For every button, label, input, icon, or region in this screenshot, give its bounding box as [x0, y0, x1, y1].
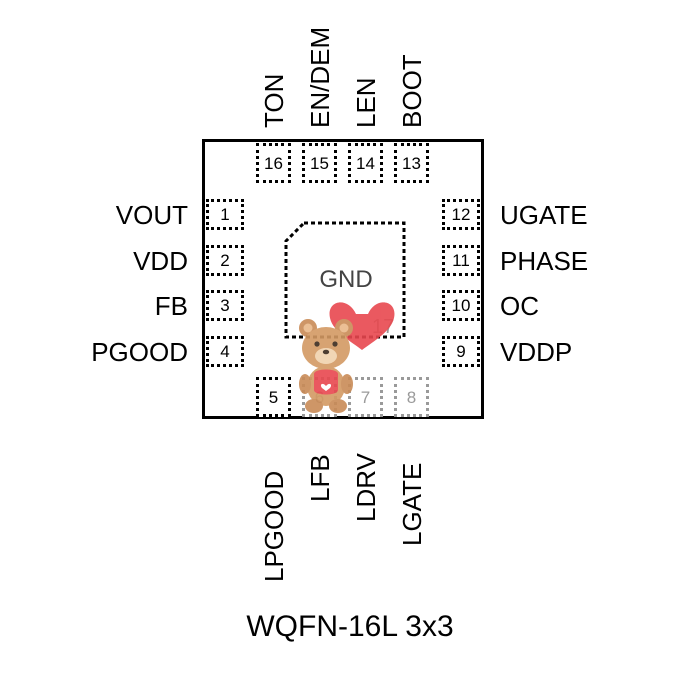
pin-7-label: LDRV: [351, 453, 381, 522]
pin-4-pad: 4: [206, 336, 244, 367]
pin-1-label: VOUT: [115, 200, 188, 230]
pin-2-label: VDD: [133, 246, 188, 276]
pin-5-pad: 5: [256, 377, 291, 417]
pin-9-pad: 9: [442, 336, 480, 367]
pin-8-label: LGATE: [397, 462, 427, 546]
pin-12-label: UGATE: [500, 200, 588, 230]
pin-13-label: BOOT: [397, 54, 427, 128]
package-caption: WQFN-16L 3x3: [246, 610, 454, 643]
pin-12-pad: 12: [442, 199, 480, 230]
pin-3-pad: 3: [206, 290, 244, 321]
epad-number: 17: [372, 316, 395, 338]
epad-label: GND: [319, 266, 373, 293]
pin-16-pad: 16: [256, 143, 291, 183]
pin-3-label: FB: [154, 291, 188, 321]
pin-14-label: LEN: [351, 77, 381, 128]
pin-10-pad: 10: [442, 290, 480, 321]
pin-6-pad: 6: [302, 377, 337, 417]
pin-16-label: TON: [259, 73, 289, 128]
pin-11-label: PHASE: [500, 246, 589, 276]
pin-9-label: VDDP: [500, 337, 573, 367]
pin-13-pad: 13: [394, 143, 429, 183]
pin-7-pad: 7: [348, 377, 383, 417]
pin-5-label: LPGOOD: [259, 470, 289, 582]
pin-15-label: EN/DEM: [305, 26, 335, 128]
pin-1-pad: 1: [206, 199, 244, 230]
pin-14-pad: 14: [348, 143, 383, 183]
pin-15-pad: 15: [302, 143, 337, 183]
pin-2-pad: 2: [206, 245, 244, 276]
pin-6-label: LFB: [305, 454, 335, 502]
pin-11-pad: 11: [442, 245, 480, 276]
pin-10-label: OC: [500, 291, 539, 321]
pin-4-label: PGOOD: [91, 337, 188, 367]
pin-8-pad: 8: [394, 377, 429, 417]
